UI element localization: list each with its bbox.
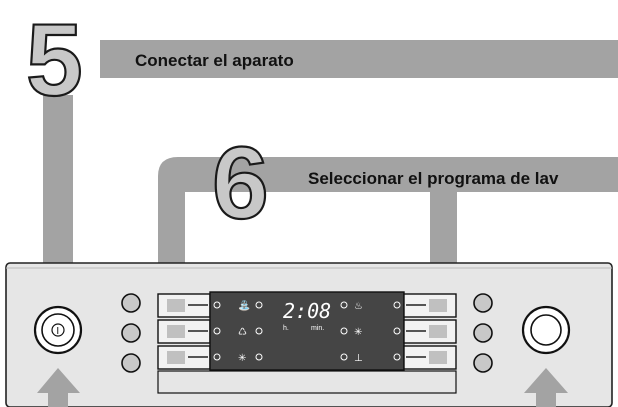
led-right-3 [393, 353, 401, 361]
program-button-right-3-key [429, 351, 447, 364]
display-time: 2:08 [283, 299, 331, 323]
step-5-arrow-shaft [43, 95, 73, 280]
program-button-left-3-key [167, 351, 185, 364]
left-button-2[interactable] [121, 323, 141, 343]
power-symbol-icon [51, 323, 65, 337]
left-button-1[interactable] [121, 293, 141, 313]
sparkle-icon: ✳ [238, 353, 246, 364]
display-panel [209, 291, 405, 371]
led-right-icon-2 [340, 327, 348, 335]
star-icon: ✳ [354, 327, 362, 338]
rinse-aid-icon: ♺ [238, 327, 247, 338]
step-5-banner [100, 40, 618, 78]
led-left-3 [213, 353, 221, 361]
door-knob-inner [530, 314, 562, 346]
step-6-bracket [158, 157, 618, 280]
display-unit-hours: h. [283, 325, 289, 332]
led-right-1 [393, 301, 401, 309]
led-left-2 [213, 327, 221, 335]
right-button-2[interactable] [473, 323, 493, 343]
power-knob-inner [41, 313, 75, 347]
led-right-2 [393, 327, 401, 335]
led-left-1 [213, 301, 221, 309]
step-6-label: Seleccionar el programa de lav [308, 169, 559, 188]
faucet-icon: ⛲ [238, 299, 250, 312]
program-button-right-2-key [429, 325, 447, 338]
display-unit-minutes: min. [311, 325, 324, 332]
program-button-left-1-key [167, 299, 185, 312]
heat-wave-icon: ♨ [354, 301, 363, 312]
led-right-icon-1 [340, 301, 348, 309]
step-5-number: 5 [26, 3, 83, 117]
led-icon-3 [255, 353, 263, 361]
half-load-icon: ⊥ [354, 353, 363, 364]
program-button-left-2-key [167, 325, 185, 338]
right-button-3[interactable] [473, 353, 493, 373]
power-symbol-text: I [56, 326, 59, 337]
bottom-arrow-left [37, 368, 80, 407]
led-icon-1 [255, 301, 263, 309]
display-lower-strip [157, 370, 457, 394]
bottom-arrow-right [524, 368, 568, 407]
right-button-1[interactable] [473, 293, 493, 313]
step-5-label: Conectar el aparato [135, 51, 294, 70]
led-icon-2 [255, 327, 263, 335]
left-button-3[interactable] [121, 353, 141, 373]
program-button-right-1-key [429, 299, 447, 312]
step-6-number: 6 [212, 126, 269, 240]
led-right-icon-3 [340, 353, 348, 361]
